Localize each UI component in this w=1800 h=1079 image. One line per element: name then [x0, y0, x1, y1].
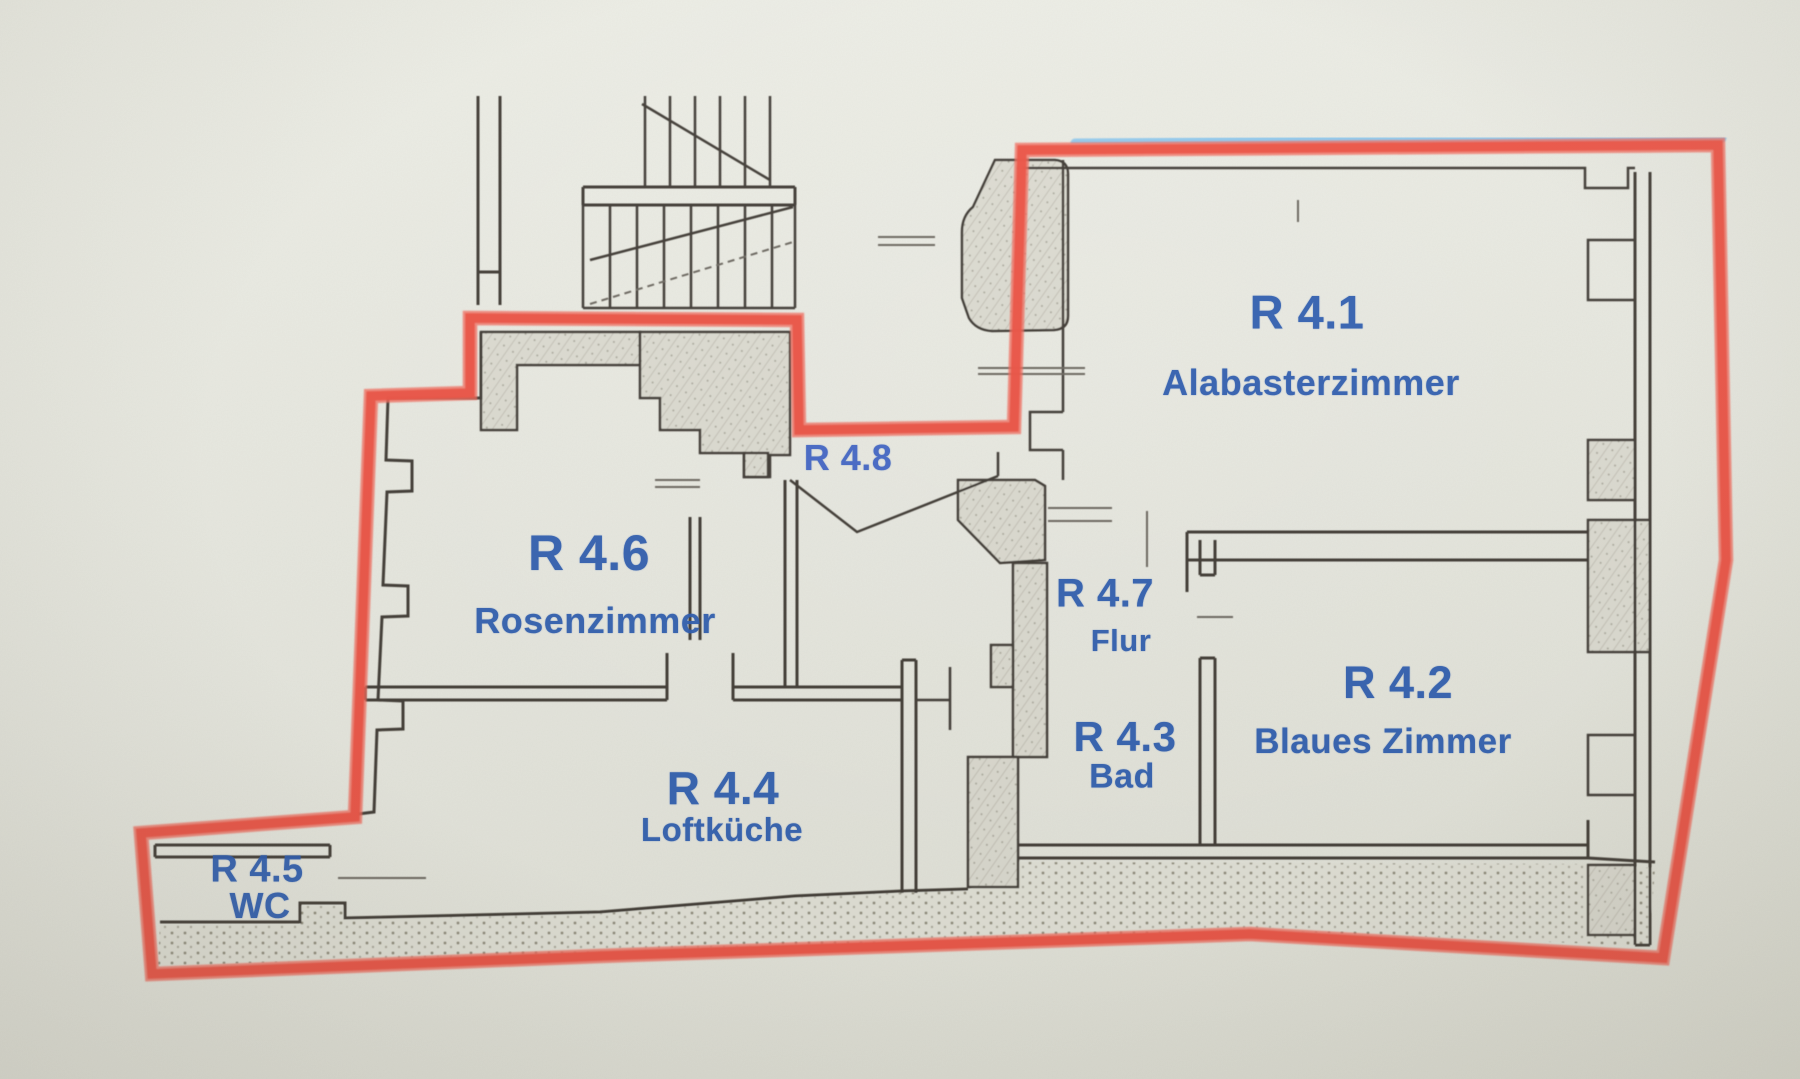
room-label-r46-name: Rosenzimmer — [474, 600, 716, 641]
bath-wall-block — [989, 643, 1015, 689]
room-label-r47-name: Flur — [1090, 623, 1152, 658]
right-window-niche-2 — [1586, 733, 1635, 797]
room-label-r46-code: R 4.6 — [527, 525, 651, 581]
stairtop-threshold — [878, 236, 935, 246]
r41-west-wall — [878, 160, 1299, 480]
left-outer-wall — [357, 332, 483, 816]
room-label-r47-code: R 4.7 — [1055, 571, 1155, 616]
bottom-wall-band — [158, 862, 1655, 966]
flur-west-wall — [956, 478, 1047, 565]
room-label-r41-code: R 4.1 — [1249, 285, 1365, 339]
room-label-r43-code: R 4.3 — [1073, 713, 1177, 760]
red-apartment-outline — [133, 137, 1734, 982]
room-label-r43-name: Bad — [1089, 757, 1155, 796]
top-outer-wall — [1022, 166, 1635, 190]
flur-threshold — [1048, 507, 1112, 522]
double-door-r48 — [742, 451, 1000, 534]
room-label-r45-name: WC — [229, 885, 291, 926]
kitchen-south-wall — [160, 887, 969, 924]
room-label-r48-code: R 4.8 — [803, 437, 893, 478]
rose-threshold — [655, 479, 700, 488]
room-label-r44-name: Loftküche — [640, 811, 804, 848]
kitchen-flur-door-jamb — [916, 667, 952, 730]
kitchen-flur-wall — [900, 658, 952, 893]
room-label-r41-name: Alabasterzimmer — [1162, 362, 1460, 403]
right-window-niche-1 — [1586, 238, 1635, 302]
room-label-r42-name: Blaues Zimmer — [1254, 722, 1512, 761]
right-outer-wall — [1586, 172, 1652, 947]
bath-east-wall — [1197, 540, 1233, 845]
r41-r42-divider — [1048, 507, 1588, 592]
room-label-r45-code: R 4.5 — [210, 848, 304, 891]
room-label-r44-code: R 4.4 — [666, 762, 780, 814]
room-label-r42-code: R 4.2 — [1342, 657, 1454, 708]
staircase — [476, 96, 797, 310]
bath-west-wall — [1011, 561, 1049, 759]
bath-lower-wall — [966, 755, 1020, 889]
south-interior-wall — [1018, 820, 1656, 864]
r41-threshold — [978, 367, 1085, 375]
rose-wall-stub — [688, 517, 702, 640]
stair-direction-line-upper — [641, 102, 771, 182]
stair-direction-line-lower — [589, 205, 794, 262]
door-hinge-block — [742, 451, 770, 479]
right-wall-block-upper — [1586, 438, 1637, 502]
wc-walls — [153, 843, 426, 879]
right-wall-block-lower — [1586, 863, 1637, 937]
rose-east-wall — [783, 480, 799, 687]
right-wall-pier — [1586, 518, 1652, 654]
